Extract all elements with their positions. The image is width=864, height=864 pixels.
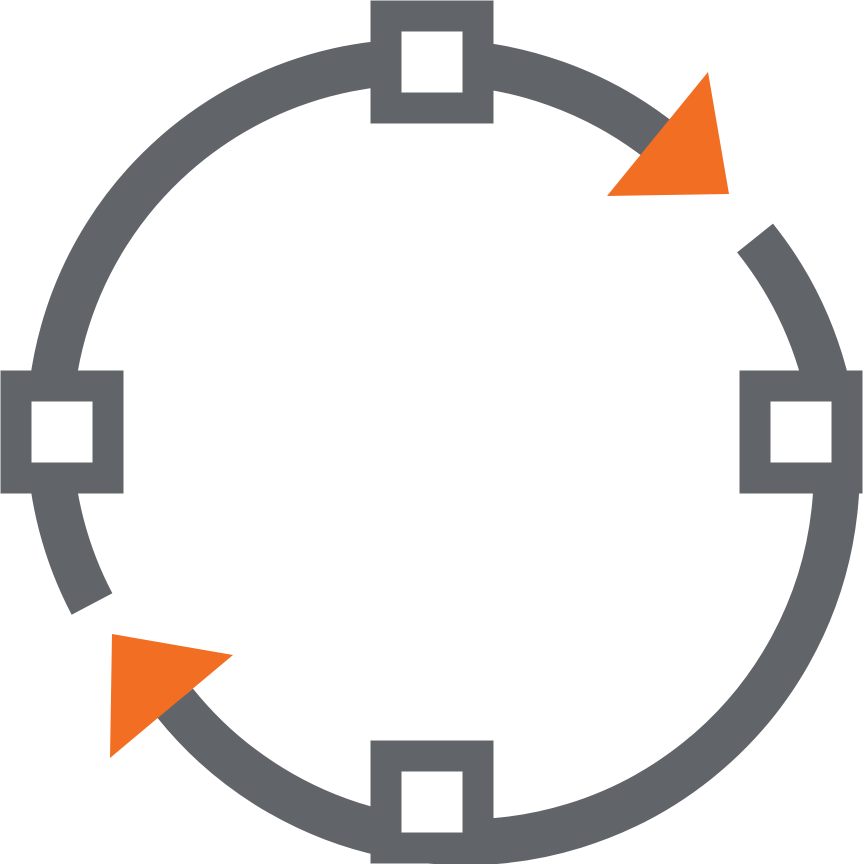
handle-bottom bbox=[370, 740, 494, 864]
ring-arc-right-bottom bbox=[157, 223, 860, 864]
handle-left bbox=[0, 370, 124, 494]
handle-right bbox=[739, 370, 863, 494]
arrow-top-right bbox=[607, 72, 729, 196]
handle-top bbox=[370, 0, 494, 124]
ring-arc-left bbox=[26, 38, 433, 615]
arrow-bottom-left bbox=[110, 634, 233, 758]
arrows bbox=[110, 72, 729, 758]
